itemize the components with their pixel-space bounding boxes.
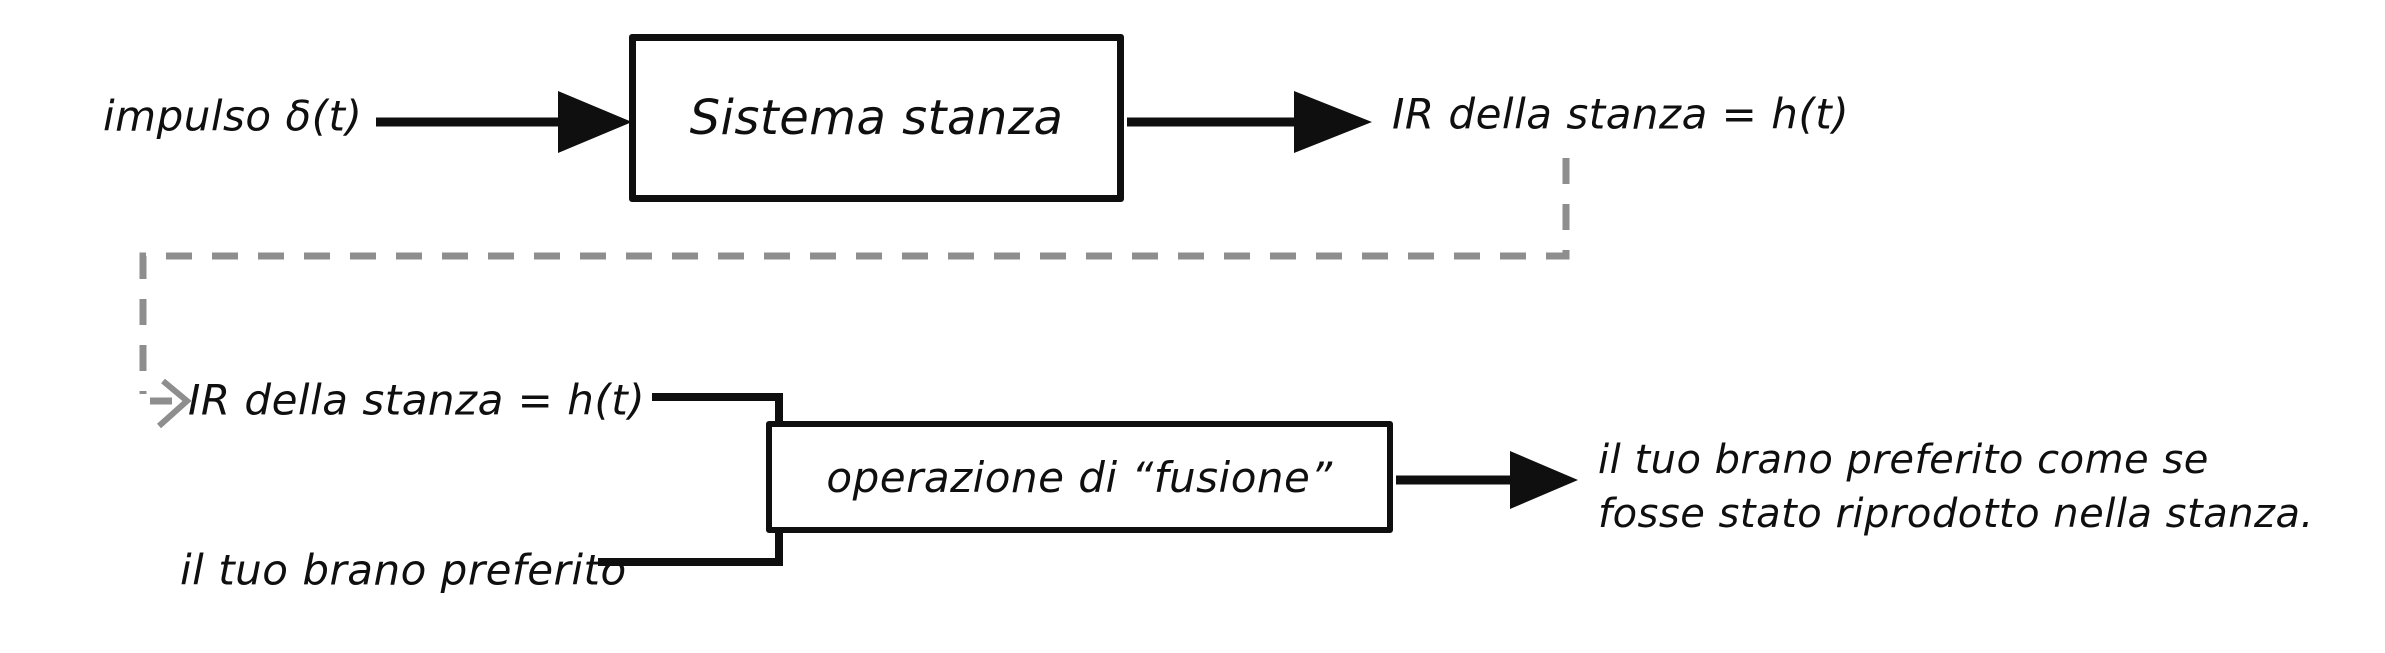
dashed-feedback-arrow-head: [157, 378, 192, 429]
result-label-line2: fosse stato riprodotto nella stanza.: [1598, 491, 2314, 537]
ir-input-connector: [652, 393, 783, 424]
ir-output-label: IR della stanza = h(t): [1392, 89, 1850, 139]
song-input-connector: [598, 530, 783, 566]
song-input-label: il tuo brano preferito: [180, 545, 627, 595]
result-label: il tuo brano preferito come se fosse sta…: [1598, 433, 2314, 541]
result-arrow-head: [1510, 451, 1578, 509]
impulse-input-label: impulso δ(t): [103, 91, 363, 141]
result-label-line1: il tuo brano preferito come se: [1598, 437, 2209, 483]
ir-output-arrow-head: [1294, 91, 1372, 153]
fusion-box: operazione di “fusione”: [766, 421, 1393, 533]
system-box-label: Sistema stanza: [689, 90, 1064, 146]
dashed-feedback-line: [139, 158, 1570, 394]
system-box: Sistema stanza: [629, 34, 1124, 202]
impulse-arrow-head: [558, 91, 632, 153]
fusion-box-label: operazione di “fusione”: [826, 452, 1333, 502]
ir-input-label: IR della stanza = h(t): [188, 375, 646, 425]
